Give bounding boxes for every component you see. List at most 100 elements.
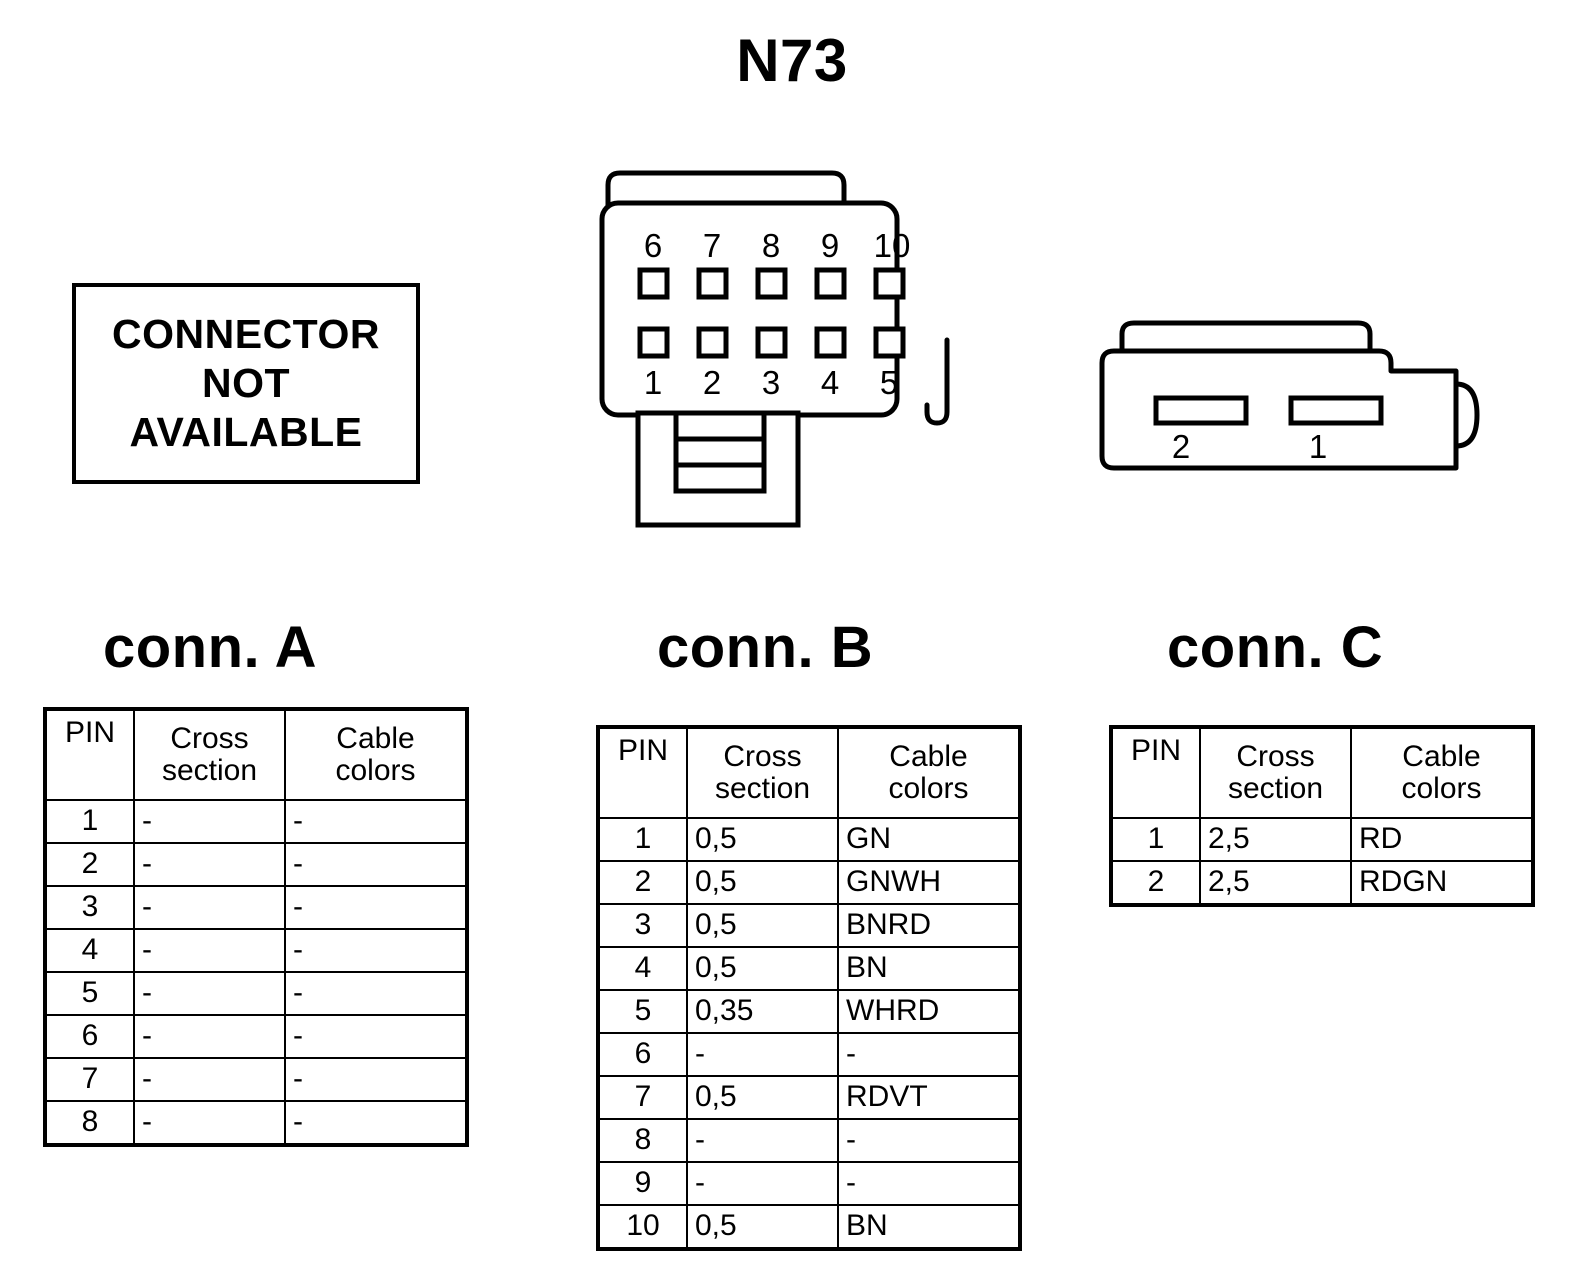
cell-pin: 6 xyxy=(597,1032,688,1077)
cell-pin: 5 xyxy=(597,989,688,1034)
cell-cable-colors: - xyxy=(284,842,468,887)
cell-cross-section: 0,5 xyxy=(686,860,839,905)
header-cable-colors-line1: Cable xyxy=(889,739,968,773)
cell-pin: 1 xyxy=(44,799,135,844)
cell-cable-colors: RDVT xyxy=(837,1075,1021,1120)
table-a-body: 1--2--3--4--5--6--7--8-- xyxy=(44,799,468,1146)
table-row: 8-- xyxy=(597,1118,1021,1163)
header-cross-section-line1: Cross xyxy=(1236,739,1315,773)
cell-cross-section: 0,5 xyxy=(686,817,839,862)
cell-pin: 4 xyxy=(597,946,688,991)
svg-text:4: 4 xyxy=(821,364,839,401)
svg-text:10: 10 xyxy=(874,227,911,264)
connector-a-caption: conn. A xyxy=(103,615,318,680)
cell-cable-colors: - xyxy=(284,799,468,844)
cell-cable-colors: - xyxy=(284,971,468,1016)
cell-pin: 9 xyxy=(597,1161,688,1206)
cell-pin: 5 xyxy=(44,971,135,1016)
cell-cross-section: 0,5 xyxy=(686,903,839,948)
cell-cross-section: 0,5 xyxy=(686,1075,839,1120)
header-pin: PIN xyxy=(1110,726,1201,819)
connector-b-diagram: 6 7 8 9 10 1 2 3 4 5 xyxy=(596,165,976,540)
cell-cross-section: - xyxy=(686,1118,839,1163)
header-cross-section: Cross section xyxy=(133,708,286,801)
cell-cable-colors: GNWH xyxy=(837,860,1021,905)
header-pin: PIN xyxy=(597,726,688,819)
cell-pin: 8 xyxy=(44,1100,135,1146)
svg-text:9: 9 xyxy=(821,227,839,264)
cell-cable-colors: BN xyxy=(837,1204,1021,1250)
svg-text:1: 1 xyxy=(644,364,662,401)
header-cable-colors-line2: colors xyxy=(888,772,969,805)
cell-cross-section: 0,35 xyxy=(686,989,839,1034)
header-cable-colors: Cable colors xyxy=(837,726,1021,819)
cell-cable-colors: RDGN xyxy=(1350,860,1534,906)
cell-cross-section: 2,5 xyxy=(1199,817,1352,862)
cell-cable-colors: - xyxy=(284,1014,468,1059)
cell-cable-colors: BN xyxy=(837,946,1021,991)
cell-pin: 3 xyxy=(44,885,135,930)
cell-cross-section: - xyxy=(686,1032,839,1077)
svg-text:1: 1 xyxy=(1309,428,1327,465)
table-b-header: PIN Cross section Cable colors xyxy=(597,726,1021,819)
cell-pin: 2 xyxy=(1110,860,1201,906)
cell-pin: 1 xyxy=(1110,817,1201,862)
header-cable-colors-line2: colors xyxy=(1401,772,1482,805)
cell-cable-colors: - xyxy=(284,885,468,930)
header-cable-colors-line1: Cable xyxy=(1402,739,1481,773)
header-cross-section: Cross section xyxy=(1199,726,1352,819)
table-row: 3-- xyxy=(44,885,468,930)
cell-cable-colors: GN xyxy=(837,817,1021,862)
table-header-row: PIN Cross section Cable colors xyxy=(1110,726,1534,819)
connector-a-pin-table: PIN Cross section Cable colors 1--2--3--… xyxy=(43,707,469,1147)
table-row: 5-- xyxy=(44,971,468,1016)
cell-cable-colors: - xyxy=(837,1118,1021,1163)
table-row: 7-- xyxy=(44,1057,468,1102)
connector-not-available-box: CONNECTOR NOT AVAILABLE xyxy=(72,283,420,484)
connector-b-caption: conn. B xyxy=(657,615,874,680)
cell-cross-section: - xyxy=(133,799,286,844)
cell-cable-colors: - xyxy=(837,1032,1021,1077)
cell-cross-section: - xyxy=(133,885,286,930)
cell-pin: 1 xyxy=(597,817,688,862)
cell-cross-section: - xyxy=(133,1057,286,1102)
svg-text:3: 3 xyxy=(762,364,780,401)
header-cross-section: Cross section xyxy=(686,726,839,819)
cell-cable-colors: RD xyxy=(1350,817,1534,862)
cell-cross-section: 0,5 xyxy=(686,1204,839,1250)
cell-cross-section: - xyxy=(686,1161,839,1206)
header-cross-section-line2: section xyxy=(714,772,811,805)
cell-cross-section: - xyxy=(133,1014,286,1059)
table-c-header: PIN Cross section Cable colors xyxy=(1110,726,1534,819)
cell-cable-colors: - xyxy=(284,1057,468,1102)
svg-text:6: 6 xyxy=(644,227,662,264)
table-row: 4-- xyxy=(44,928,468,973)
table-row: 9-- xyxy=(597,1161,1021,1206)
svg-text:8: 8 xyxy=(762,227,780,264)
cell-cross-section: 2,5 xyxy=(1199,860,1352,906)
table-row: 1-- xyxy=(44,799,468,844)
cell-cable-colors: WHRD xyxy=(837,989,1021,1034)
table-header-row: PIN Cross section Cable colors xyxy=(597,726,1021,819)
cell-cable-colors: - xyxy=(837,1161,1021,1206)
cell-cross-section: - xyxy=(133,971,286,1016)
table-row: 2-- xyxy=(44,842,468,887)
connector-c-diagram: 2 1 xyxy=(1096,318,1496,483)
table-row: 6-- xyxy=(44,1014,468,1059)
table-header-row: PIN Cross section Cable colors xyxy=(44,708,468,801)
svg-text:2: 2 xyxy=(703,364,721,401)
cell-pin: 2 xyxy=(597,860,688,905)
cell-cable-colors: - xyxy=(284,928,468,973)
header-cross-section-line2: section xyxy=(1227,772,1324,805)
page-title: N73 xyxy=(736,27,848,94)
header-cross-section-line1: Cross xyxy=(723,739,802,773)
